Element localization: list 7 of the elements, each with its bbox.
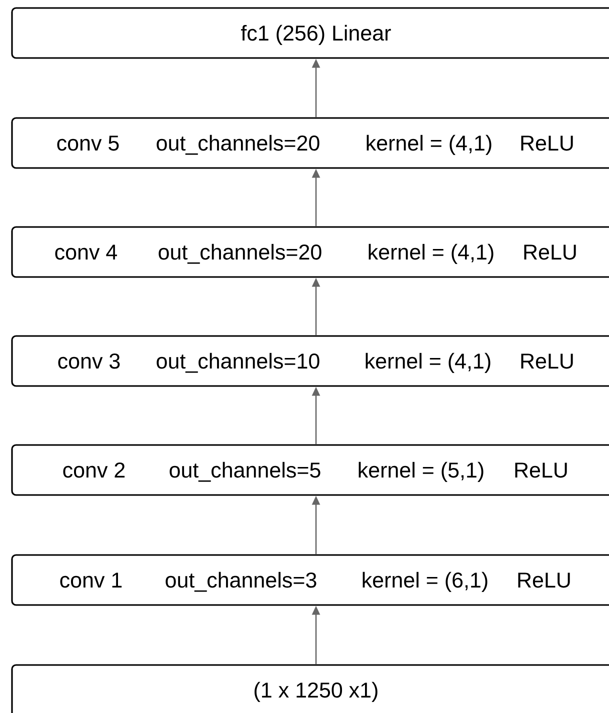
layer-box: fc1 (256) Linear	[11, 7, 609, 59]
layer-box: conv 4 out_channels=20 kernel = (4,1) ReLU	[11, 226, 609, 278]
layer-box: conv 1 out_channels=3 kernel = (6,1) ReLU	[11, 554, 609, 606]
layer-box: conv 3 out_channels=10 kernel = (4,1) ReLU	[11, 335, 609, 387]
layer-box: conv 2 out_channels=5 kernel = (5,1) ReLU	[11, 444, 609, 496]
layer-box: conv 5 out_channels=20 kernel = (4,1) ReLU	[11, 117, 609, 169]
layer-box: (1 x 1250 x1)	[11, 664, 609, 713]
